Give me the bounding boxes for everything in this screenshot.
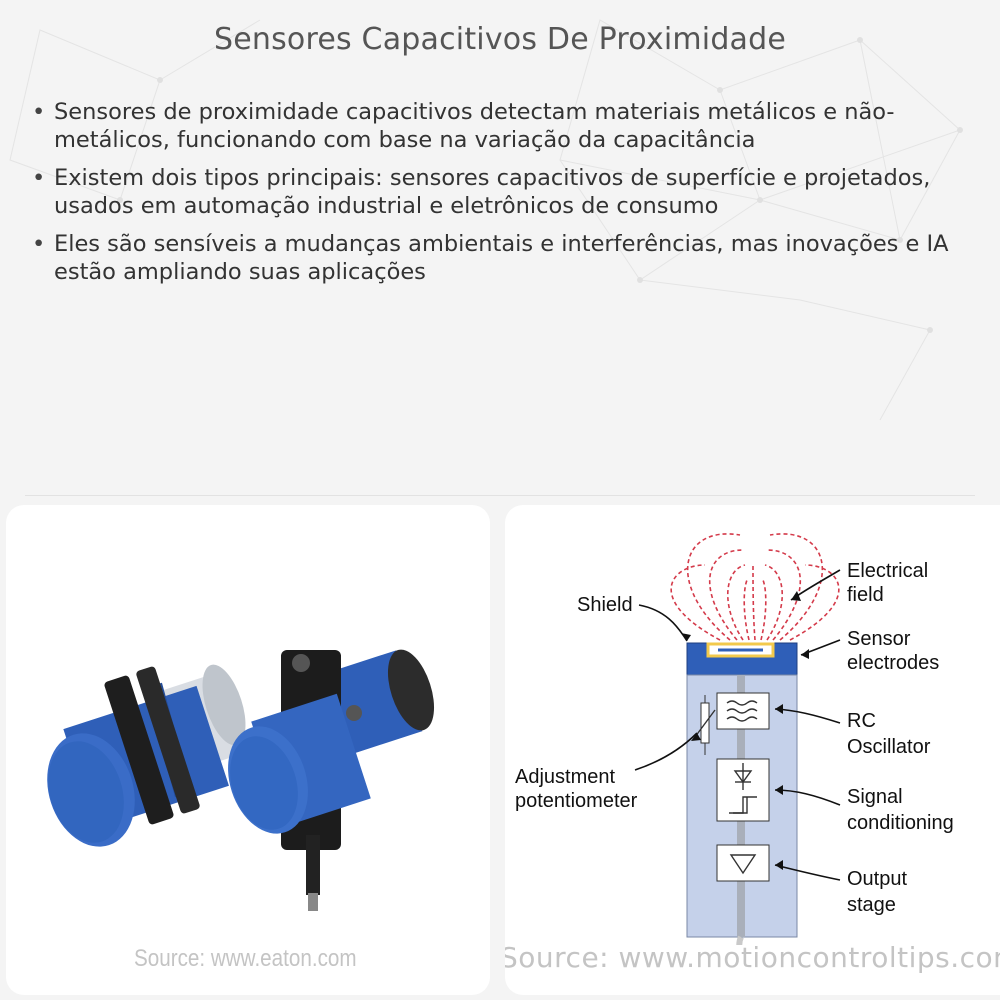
bullet-list: Sensores de proximidade capacitivos dete… xyxy=(28,98,978,296)
label-output-stage-2: stage xyxy=(847,894,896,916)
arrow-heads xyxy=(681,591,809,870)
label-rc-oscillator: RC xyxy=(847,710,876,732)
sensor-right-illustration xyxy=(228,649,435,911)
output-stage-block xyxy=(716,844,770,882)
label-signal-conditioning: Signal xyxy=(847,786,903,808)
sensor-block-diagram: Shield Electrical field Sensor electrode… xyxy=(515,533,954,977)
sensor-photo-card: Source: www.eaton.com xyxy=(6,505,490,995)
sensor-left-illustration xyxy=(47,664,248,847)
electrical-field-lines xyxy=(670,533,840,641)
label-sensor-electrodes-2: electrodes xyxy=(847,652,939,674)
label-signal-conditioning-2: conditioning xyxy=(847,812,954,834)
label-output-stage: Output xyxy=(847,868,907,890)
bullet-item: Sensores de proximidade capacitivos dete… xyxy=(28,98,978,154)
label-shield: Shield xyxy=(577,594,633,616)
label-adjustment-potentiometer: Adjustment xyxy=(515,766,615,788)
rc-oscillator-block xyxy=(716,692,770,730)
bullet-item: Existem dois tipos principais: sensores … xyxy=(28,164,978,220)
page-title: Sensores Capacitivos De Proximidade xyxy=(213,22,787,57)
image-source-eaton: Source: www.eaton.com xyxy=(134,945,357,972)
label-rc-oscillator-2: Oscillator xyxy=(847,736,931,758)
label-adjustment-potentiometer-2: potentiometer xyxy=(515,790,638,812)
sensor-diagram-card: Shield Electrical field Sensor electrode… xyxy=(505,505,1000,995)
image-source-motioncontroltips: Source: www.motioncontroltips.com xyxy=(505,941,1000,974)
section-divider xyxy=(25,495,975,496)
label-sensor-electrodes: Sensor xyxy=(847,628,911,650)
label-electrical-field-2: field xyxy=(847,584,884,606)
label-electrical-field: Electrical xyxy=(847,560,928,582)
sensor-photo xyxy=(47,649,435,911)
bullet-item: Eles são sensíveis a mudanças ambientais… xyxy=(28,230,978,286)
